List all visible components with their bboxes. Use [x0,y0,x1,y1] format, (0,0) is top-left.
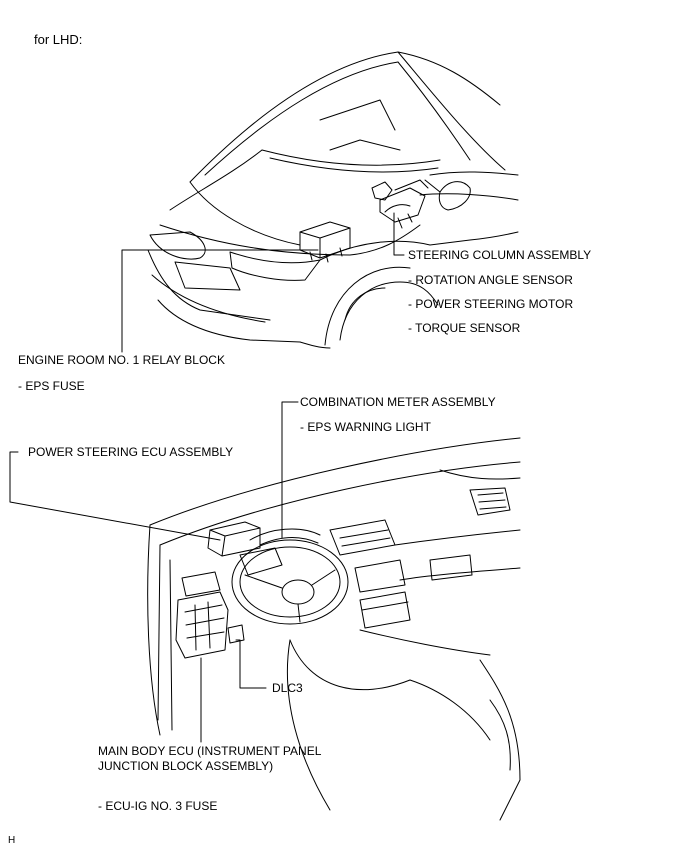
combination-meter-label: COMBINATION METER ASSEMBLY [300,395,496,409]
power-steering-motor-label: - POWER STEERING MOTOR [408,297,574,311]
power-steering-ecu-label: POWER STEERING ECU ASSEMBLY [28,445,234,459]
main-body-ecu-label-line2: JUNCTION BLOCK ASSEMBLY) [98,759,274,773]
ecu-ig-fuse-label: - ECU-IG NO. 3 FUSE [98,799,218,813]
main-body-ecu-label-line1: MAIN BODY ECU (INSTRUMENT PANEL [98,744,322,758]
torque-sensor-label: - TORQUE SENSOR [408,321,521,335]
eps-fuse-label: - EPS FUSE [18,379,85,393]
leader-lines-bottom [9,401,299,743]
car-interior-drawing [147,437,521,821]
variant-label: for LHD: [34,32,83,47]
dlc3-label: DLC3 [272,681,303,695]
steering-column-label: STEERING COLUMN ASSEMBLY [408,248,592,262]
rotation-angle-sensor-label: - ROTATION ANGLE SENSOR [408,273,573,287]
relay-block-label: ENGINE ROOM NO. 1 RELAY BLOCK [18,353,225,367]
eps-warning-light-label: - EPS WARNING LIGHT [300,420,431,434]
leader-lines-top [121,212,405,353]
figure-code: H [8,835,16,846]
